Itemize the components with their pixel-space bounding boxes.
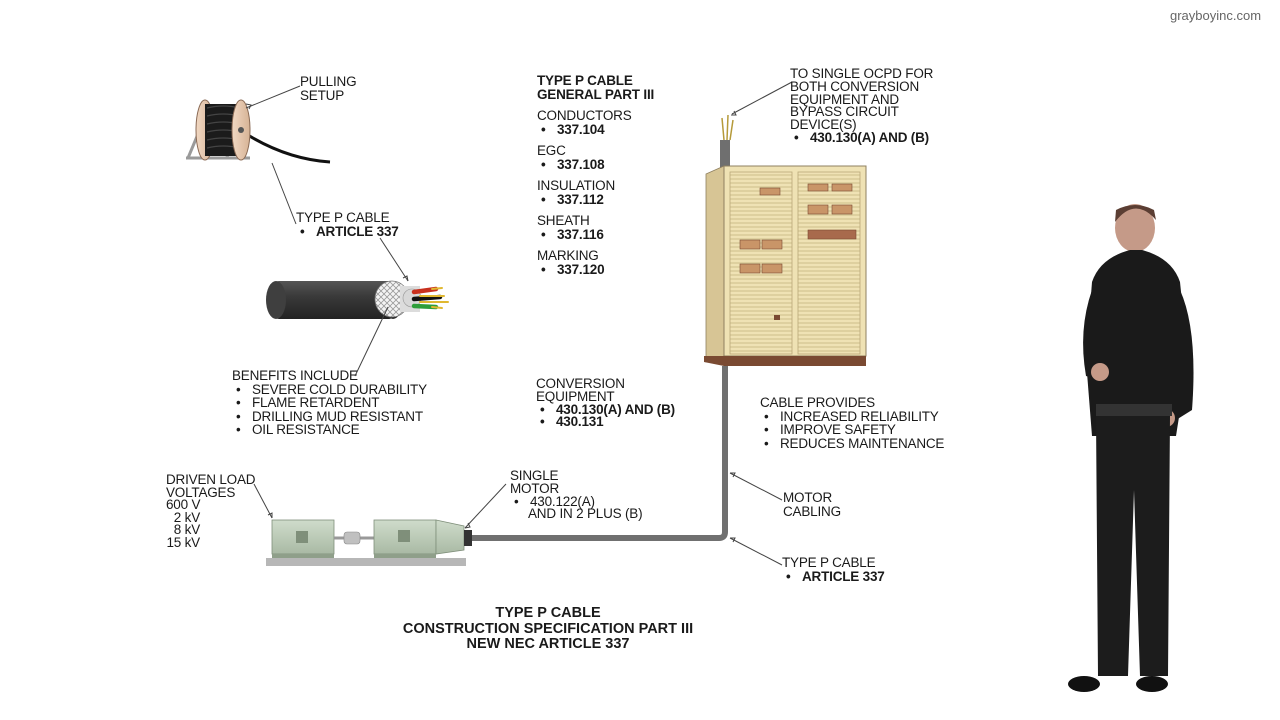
label-pulling-setup: PULLING SETUP — [300, 74, 357, 103]
voltage-value: 15 kV — [166, 534, 200, 550]
general-section-ref: 337.104 — [537, 122, 654, 137]
benefit-item: OIL RESISTANCE — [232, 423, 427, 437]
bottom-cable-article: ARTICLE 337 — [782, 569, 885, 584]
single-motor-line: SINGLE — [510, 468, 559, 483]
leader-ocpd — [731, 81, 793, 115]
ocpd-ref: 430.130(A) AND (B) — [790, 131, 933, 145]
reel-cable-name: TYPE P CABLE — [296, 210, 390, 225]
diagram-title: TYPE P CABLE CONSTRUCTION SPECIFICATION … — [370, 605, 726, 653]
general-section-name: MARKING — [537, 248, 599, 263]
label-single-motor: SINGLE MOTOR 430.122(A) AND IN 2 PLUS (B… — [510, 468, 643, 522]
motor-cabling-line: CABLING — [783, 503, 841, 519]
cable-provides-item: IMPROVE SAFETY — [760, 423, 944, 437]
reel-cable-article: ARTICLE 337 — [296, 224, 399, 239]
leader-pulling-setup — [245, 85, 301, 109]
single-motor-ref2: AND IN 2 PLUS (B) — [528, 506, 643, 522]
leader-bottom-cable — [729, 537, 783, 566]
label-general: TYPE P CABLE GENERAL PART III CONDUCTORS… — [537, 74, 654, 276]
single-motor-ref: 430.122(A) — [510, 494, 642, 509]
voltage-value: 2 kV — [173, 509, 200, 525]
general-section-ref: 337.112 — [537, 192, 654, 207]
benefits-heading: BENEFITS INCLUDE — [232, 368, 358, 383]
label-ocpd: TO SINGLE OCPD FOR BOTH CONVERSION EQUIP… — [790, 66, 934, 145]
conversion-line: EQUIPMENT — [536, 388, 615, 404]
leader-motor-cabling — [729, 472, 783, 501]
motor-cable-run — [470, 366, 728, 541]
type-p-cable-section — [266, 280, 449, 319]
conversion-ref: 430.131 — [536, 415, 675, 429]
ocpd-line: BOTH CONVERSION — [790, 78, 920, 94]
cable-provides-item: REDUCES MAINTENANCE — [760, 436, 944, 451]
watermark[interactable]: grayboyinc.com — [1170, 8, 1262, 23]
title-line2: CONSTRUCTION SPECIFICATION PART III — [402, 620, 694, 637]
general-section-name: SHEATH — [537, 213, 590, 228]
cable-provides-heading: CABLE PROVIDES — [760, 395, 875, 410]
pulling-setup-line2: SETUP — [300, 87, 345, 103]
label-conversion: CONVERSION EQUIPMENT 430.130(A) AND (B) … — [536, 376, 675, 429]
leader-reel-cable — [271, 162, 297, 225]
reel-cable-tail — [239, 128, 331, 164]
title-line3: NEW NEC ARTICLE 337 — [466, 636, 630, 652]
driven-load-line: VOLTAGES — [166, 484, 236, 500]
label-reel-cable: TYPE P CABLE ARTICLE 337 — [296, 211, 399, 238]
arrow-section-cable — [402, 275, 409, 282]
label-motor-cabling: MOTOR CABLING — [783, 491, 841, 518]
leader-section-cable — [379, 237, 409, 282]
title-line1: TYPE P CABLE — [495, 605, 601, 621]
arrow-pulling-setup — [245, 103, 252, 110]
ocpd-line: TO SINGLE OCPD FOR — [790, 66, 934, 81]
driven-load-line: DRIVEN LOAD — [166, 472, 256, 487]
general-section-name: INSULATION — [537, 178, 616, 193]
voltage-value: 8 kV — [173, 522, 200, 538]
label-benefits: BENEFITS INCLUDE SEVERE COLD DURABILITY … — [232, 369, 427, 437]
benefit-item: DRILLING MUD RESISTANT — [232, 409, 427, 424]
general-section-ref: 337.108 — [537, 157, 654, 172]
leader-driven-load — [253, 483, 273, 519]
motor-assembly — [266, 519, 472, 566]
general-section-ref: 337.120 — [537, 262, 654, 277]
conversion-equipment-enclosure — [704, 114, 867, 366]
label-driven-load: DRIVEN LOAD VOLTAGES 600 V 2 kV 8 kV 15 … — [166, 472, 256, 550]
pulling-setup-line1: PULLING — [300, 74, 357, 89]
presenter — [1068, 204, 1194, 692]
ocpd-line: EQUIPMENT AND — [790, 91, 899, 107]
bottom-cable-name: TYPE P CABLE — [782, 555, 876, 570]
ocpd-line: BYPASS CIRCUIT — [790, 104, 899, 120]
benefit-item: SEVERE COLD DURABILITY — [232, 382, 427, 397]
ocpd-line: DEVICE(S) — [790, 117, 857, 133]
label-bottom-cable: TYPE P CABLE ARTICLE 337 — [782, 556, 885, 583]
cable-provides-item: INCREASED RELIABILITY — [760, 409, 944, 424]
label-cable-provides: CABLE PROVIDES INCREASED RELIABILITY IMP… — [760, 396, 944, 450]
motor-cabling-line: MOTOR — [783, 490, 832, 505]
benefit-item: FLAME RETARDENT — [232, 396, 427, 410]
general-section-name: CONDUCTORS — [537, 108, 632, 123]
single-motor-line: MOTOR — [510, 480, 559, 496]
leader-lines — [245, 81, 793, 566]
voltage-value: 600 V — [166, 497, 201, 513]
conversion-ref: 430.130(A) AND (B) — [536, 402, 675, 417]
general-title-line1: TYPE P CABLE — [537, 73, 633, 88]
cable-reel — [186, 99, 331, 164]
general-title-line2: GENERAL PART III — [537, 86, 655, 102]
leader-benefits — [354, 306, 389, 377]
general-section-name: EGC — [537, 143, 566, 158]
leader-single-motor — [464, 483, 507, 529]
conversion-line: CONVERSION — [536, 376, 625, 391]
general-section-ref: 337.116 — [537, 227, 654, 242]
